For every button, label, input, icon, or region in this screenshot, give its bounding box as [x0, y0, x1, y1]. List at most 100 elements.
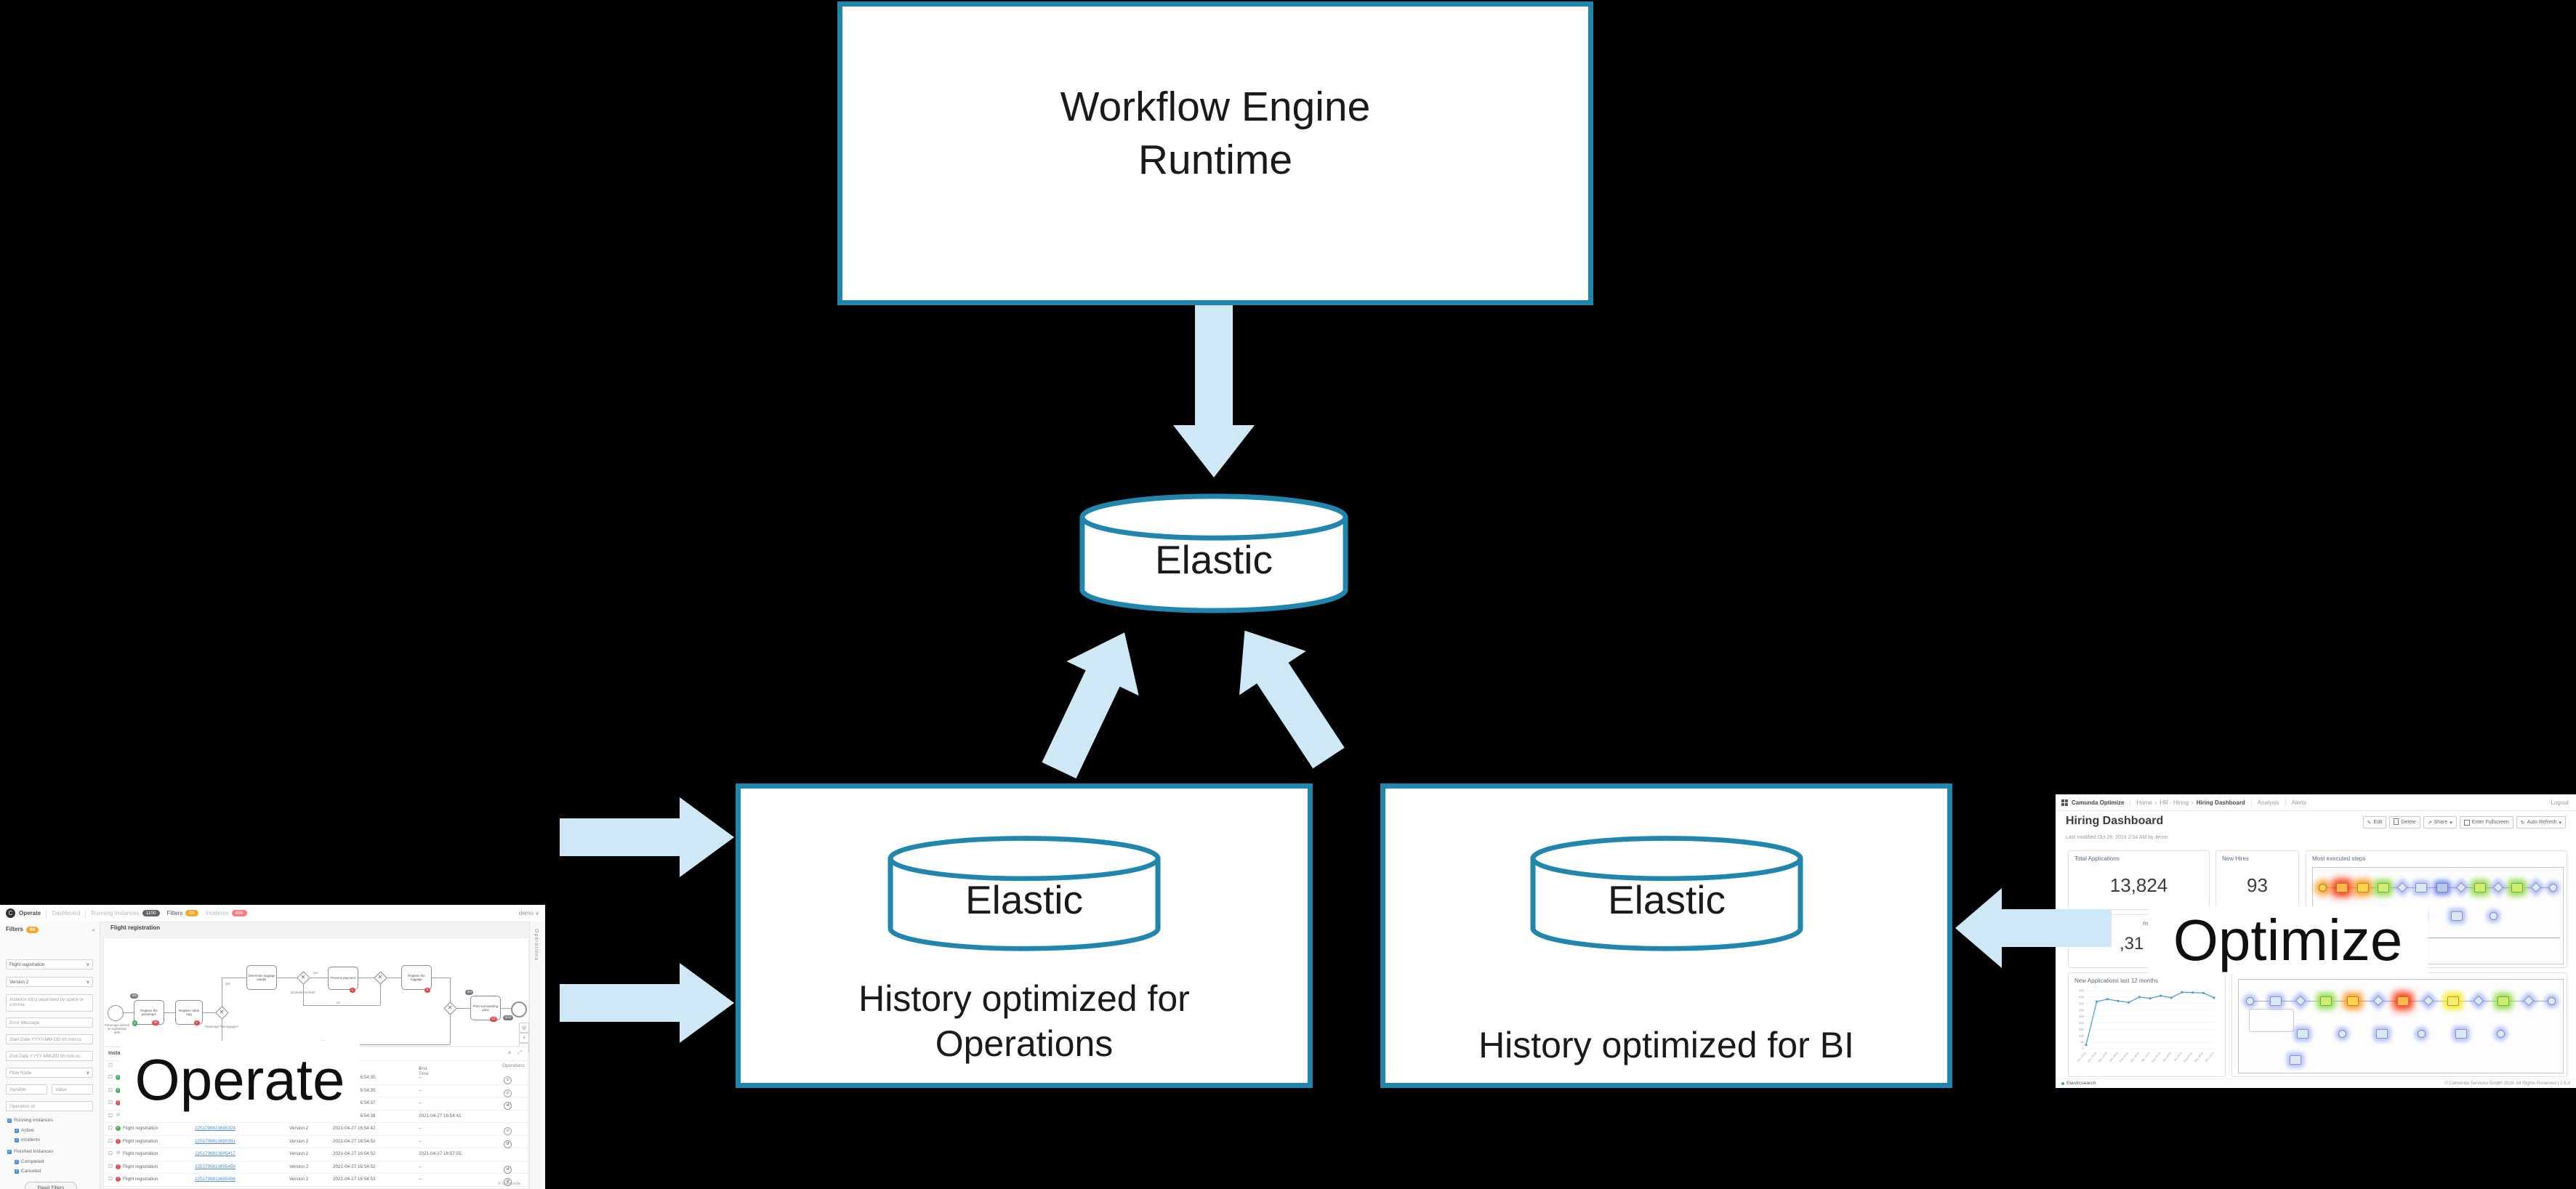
value-input[interactable]	[52, 1084, 93, 1095]
cancel-operation-button[interactable]: ⊘	[504, 1102, 512, 1110]
most-executed-steps-card: Most executed steps	[2306, 850, 2567, 968]
logout-link[interactable]: Logout	[2551, 799, 2569, 806]
status-dot-icon	[2061, 1082, 2064, 1085]
bpmn-task-node	[2290, 1055, 2301, 1065]
operation-id-input[interactable]	[6, 1101, 93, 1111]
bpmn-task-register-passenger[interactable]: Register the passenger	[134, 1000, 164, 1025]
bpmn-task-process-payment[interactable]: Process payment	[328, 967, 358, 990]
bpmn-task-register-luggage[interactable]: Register the luggage	[401, 965, 432, 990]
elastic-db-central: Elastic	[1077, 488, 1351, 614]
instance-id-link[interactable]: 2251799813695496	[195, 1177, 236, 1182]
end-time: --	[419, 1075, 422, 1080]
fullscreen-button[interactable]: Enter Fullscreen	[2459, 816, 2513, 829]
start-date-input[interactable]	[6, 1034, 93, 1044]
cancel-operation-button[interactable]: ⊘	[504, 1140, 512, 1148]
nav-filters[interactable]: Filters	[166, 910, 183, 916]
bpmn-task-node	[2319, 996, 2332, 1006]
expand-icon[interactable]: ⤢	[518, 1050, 522, 1055]
error-message-input[interactable]	[6, 1017, 93, 1028]
breadcrumb-home[interactable]: Home	[2136, 799, 2152, 806]
process-select[interactable]: Flight registration∨	[6, 959, 93, 970]
row-checkbox[interactable]: ☐	[108, 1126, 113, 1131]
instance-ids-input[interactable]	[6, 994, 93, 1012]
end-time: --	[419, 1138, 422, 1144]
checkbox-incidents[interactable]: ✓Incidents	[15, 1137, 41, 1142]
svg-text:100: 100	[2079, 1034, 2085, 1038]
bpmn-task-node	[2347, 996, 2359, 1006]
cancel-operation-button[interactable]: ⊘	[504, 1089, 512, 1097]
chevron-down-icon: ∨	[86, 979, 89, 985]
checkbox-completed[interactable]: ✓Completed	[15, 1159, 44, 1164]
share-button[interactable]: ↗Share▾	[2423, 816, 2457, 829]
end-time: --	[419, 1087, 422, 1093]
optimize-footer: Elasticsearch © Camunda Services GmbH 20…	[2056, 1079, 2576, 1088]
instance-id-link[interactable]: 2251799813695456	[195, 1164, 236, 1169]
nav-incidents[interactable]: Incidents	[205, 910, 229, 916]
breadcrumb-hr-hiring[interactable]: HR - Hiring	[2160, 799, 2189, 806]
bpmn-task-determine-luggage-weight[interactable]: Determine luggage weight	[246, 965, 277, 990]
row-checkbox[interactable]: ☐	[108, 1113, 113, 1119]
row-checkbox[interactable]: ☐	[108, 1164, 113, 1169]
checkbox-finished-instances[interactable]: ✓Finished Instances	[7, 1149, 54, 1154]
cancel-operation-button[interactable]: ⊘	[504, 1076, 512, 1084]
apps-grid-icon[interactable]	[2061, 799, 2068, 806]
checkbox-canceled[interactable]: ✓Canceled	[15, 1169, 41, 1174]
instance-id-link[interactable]: 2251799813695391	[195, 1138, 236, 1144]
nav-dashboard[interactable]: Dashboard	[52, 910, 81, 916]
pencil-icon: ✎	[2367, 820, 2372, 826]
state-icon: ✓	[116, 1075, 121, 1080]
select-all-checkbox[interactable]: ☐	[108, 1063, 113, 1068]
flow-label-yes: yes	[313, 971, 318, 975]
nav-running-instances[interactable]: Running Instances	[91, 910, 140, 916]
row-checkbox[interactable]: ☐	[108, 1100, 113, 1105]
row-checkbox[interactable]: ☐	[108, 1087, 113, 1093]
instance-id-link[interactable]: 2251799813695417	[195, 1151, 236, 1156]
svg-text:0: 0	[2082, 1047, 2085, 1051]
delete-button[interactable]: Delete	[2389, 816, 2420, 829]
workflow-engine-box: Workflow Engine Runtime	[837, 1, 1593, 305]
cancel-operation-button[interactable]: ⊘	[504, 1178, 512, 1186]
zoom-in-button[interactable]: +	[519, 1033, 529, 1043]
workflow-engine-line1: Workflow Engine	[1060, 83, 1371, 130]
state-icon: ✓	[116, 1126, 121, 1131]
edit-button[interactable]: ✎Edit	[2362, 816, 2387, 829]
version-select[interactable]: Version 2∨	[6, 977, 93, 987]
bpmn-task-print-boarding-pass[interactable]: Print out boarding pass	[470, 996, 501, 1020]
row-checkbox[interactable]: ☐	[108, 1138, 113, 1144]
row-checkbox[interactable]: ☐	[108, 1151, 113, 1156]
optimize-brand: Camunda Optimize	[2072, 799, 2125, 806]
variable-input[interactable]	[6, 1084, 47, 1095]
flow-node-select[interactable]: Flow Node∨	[6, 1068, 93, 1078]
user-menu[interactable]: demo ∨	[518, 910, 539, 916]
sort-caret-icon: ∨	[419, 1066, 422, 1071]
checkbox-active[interactable]: ✓Active	[15, 1128, 34, 1133]
cancel-operation-button[interactable]: ⊘	[504, 1127, 512, 1135]
row-checkbox[interactable]: ☐	[108, 1075, 113, 1080]
reset-filters-button[interactable]: Reset Filters	[25, 1182, 77, 1189]
breadcrumb-hiring-dashboard[interactable]: Hiring Dashboard	[2196, 799, 2245, 806]
arrow-left-icon	[1955, 888, 2112, 968]
operate-caption-patch: Operate	[120, 1041, 360, 1119]
svg-text:Oct 2018: Oct 2018	[2077, 1051, 2088, 1063]
auto-refresh-button[interactable]: ↻Auto Refresh▾	[2516, 816, 2566, 829]
chevron-down-icon: ∨	[86, 1070, 89, 1076]
close-icon[interactable]: ✕	[507, 1051, 512, 1056]
nav-alerts[interactable]: Alerts	[2291, 799, 2307, 806]
end-date-input[interactable]	[6, 1051, 93, 1061]
row-checkbox[interactable]: ☐	[108, 1177, 113, 1182]
nav-analysis[interactable]: Analysis	[2257, 799, 2279, 806]
cancel-operation-button[interactable]: ⊘	[504, 1165, 512, 1174]
instance-id-link[interactable]: 2251799813695324	[195, 1126, 236, 1131]
collapse-panel-icon[interactable]: «	[92, 927, 95, 933]
reset-view-button[interactable]: ◎	[519, 1023, 529, 1033]
end-time: --	[419, 1126, 422, 1131]
copyright: © Camunda Services GmbH 2019, All Rights…	[2444, 1081, 2570, 1086]
bpmn-circle-node	[2497, 1029, 2505, 1038]
checkbox-running-instances[interactable]: ✓Running Instances	[7, 1118, 53, 1123]
